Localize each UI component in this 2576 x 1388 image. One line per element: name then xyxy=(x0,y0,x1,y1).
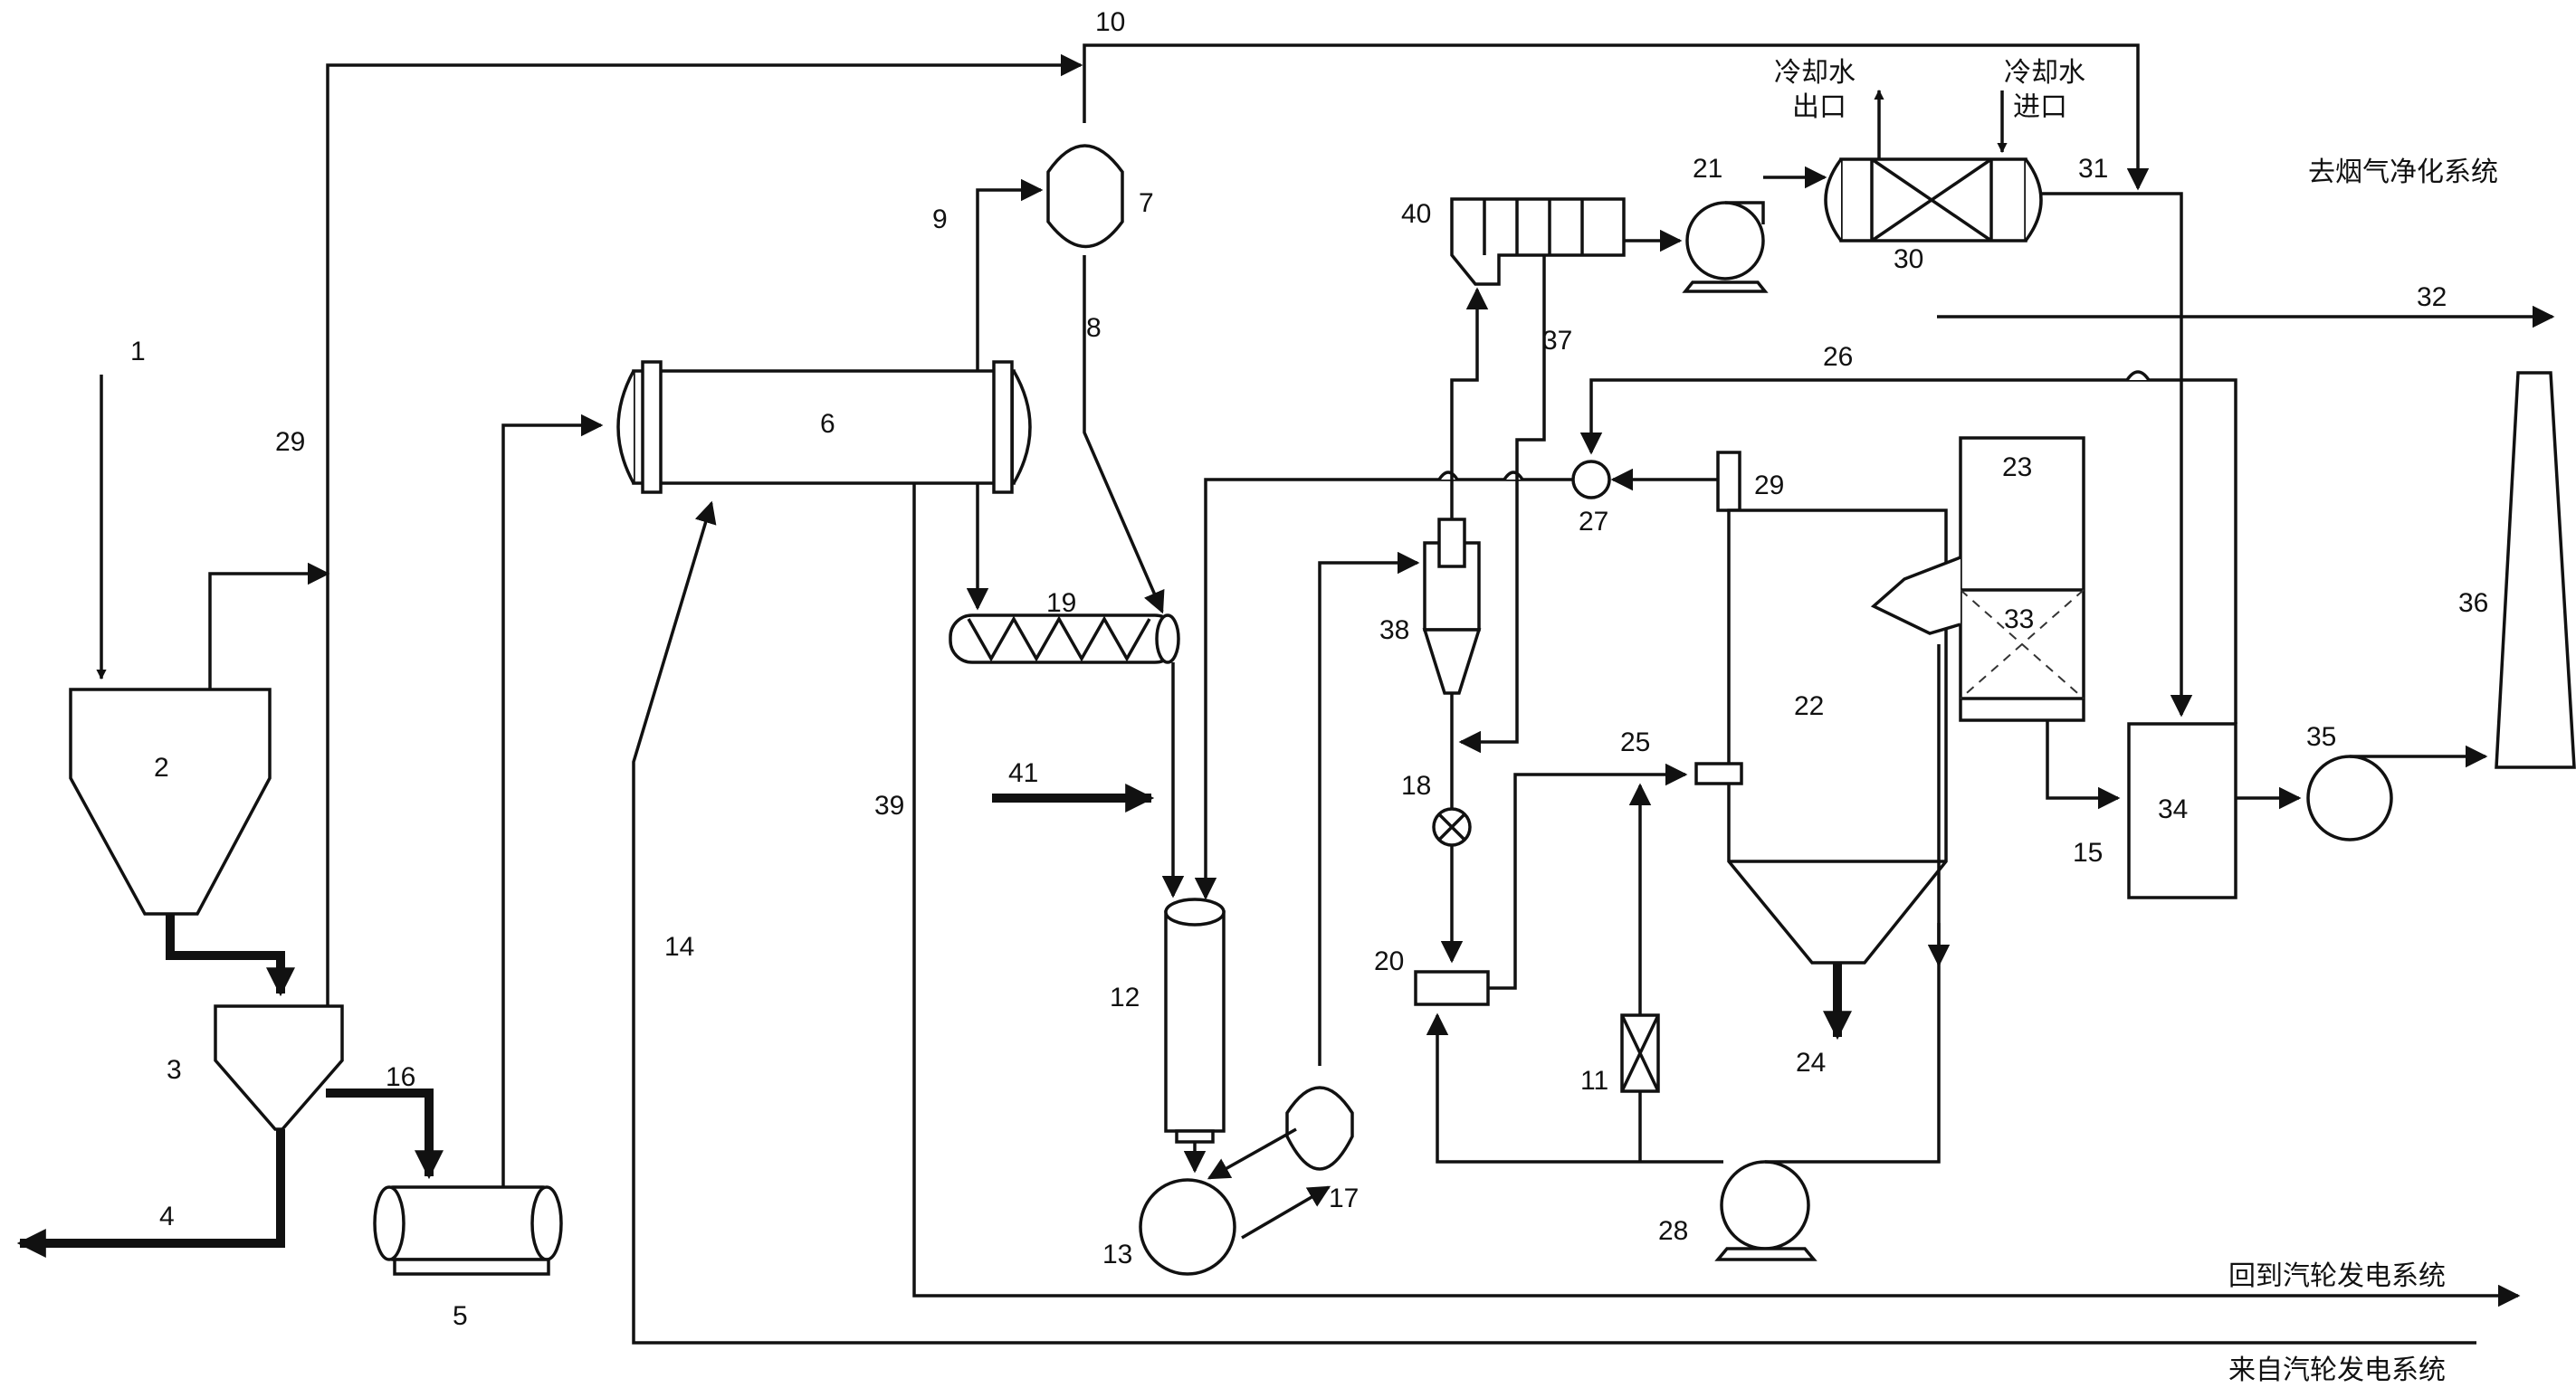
tower-23-33 xyxy=(1870,436,2085,722)
flow-28-to-20 xyxy=(1426,1012,1723,1164)
label-4: 4 xyxy=(159,1202,175,1231)
filter-11 xyxy=(1620,1013,1660,1093)
label-27: 27 xyxy=(1579,507,1608,537)
label-28: 28 xyxy=(1658,1216,1688,1246)
reactor-12 xyxy=(1164,898,1226,1144)
label-5: 5 xyxy=(453,1301,468,1331)
label-19: 19 xyxy=(1046,588,1076,618)
flow-9 xyxy=(976,178,1044,371)
label-21: 21 xyxy=(1693,154,1722,184)
label-36: 36 xyxy=(2458,588,2488,618)
label-11: 11 xyxy=(1580,1066,1608,1096)
flow-15 xyxy=(2046,720,2121,810)
flow-25 xyxy=(1488,763,1688,990)
flow-2-to-29 xyxy=(208,562,330,689)
tank-5 xyxy=(373,1185,563,1276)
flow-26 xyxy=(1579,378,2237,724)
fan-28 xyxy=(1714,1160,1818,1261)
mixer-20 xyxy=(1414,970,1490,1006)
label-20: 20 xyxy=(1374,946,1404,976)
cooling-water-out-line2: 出口 xyxy=(1792,91,1846,123)
flow-31 xyxy=(2042,192,2193,718)
stack-36 xyxy=(2495,371,2576,769)
label-16: 16 xyxy=(386,1062,415,1092)
flow-4 xyxy=(16,1129,285,1259)
scrubber-34 xyxy=(2127,722,2237,899)
hopper-2 xyxy=(69,688,272,916)
separator-3 xyxy=(214,1004,344,1131)
cyclone-38 xyxy=(1422,518,1482,695)
flow-37 xyxy=(1458,255,1546,754)
label-6: 6 xyxy=(820,409,835,439)
label-24: 24 xyxy=(1796,1048,1826,1078)
to-flue-gas-cleaning-label: 去烟气净化系统 xyxy=(2308,157,2498,188)
flow-5-to-6 xyxy=(501,414,604,1187)
pump-13 xyxy=(1139,1178,1236,1276)
fan-35 xyxy=(2306,755,2393,841)
label-23: 23 xyxy=(2002,452,2032,482)
label-1: 1 xyxy=(130,337,146,366)
flow-16 xyxy=(326,1089,444,1180)
label-9: 9 xyxy=(932,204,948,234)
flow-29 xyxy=(326,53,1083,1006)
label-10: 10 xyxy=(1095,7,1125,37)
label-41: 41 xyxy=(1008,758,1038,788)
cooling-water-out-line1: 冷却水 xyxy=(1774,57,1856,89)
number-labels: 1 2 3 4 5 6 7 8 9 10 11 12 13 14 15 16 1… xyxy=(130,7,2488,1331)
label-37: 37 xyxy=(1542,326,1572,356)
flow-38-to-40 xyxy=(1450,287,1489,519)
flow-17-to-13 xyxy=(1207,1127,1297,1180)
burner-25 xyxy=(1694,762,1743,785)
text-annotations: 冷却水 出口 冷却水 进口 去烟气净化系统 回到汽轮发电系统 来自汽轮发电系统 xyxy=(1774,57,2498,1386)
cooling-water-in-line2: 进口 xyxy=(2013,91,2067,123)
flow-8 xyxy=(1083,255,1165,614)
label-13: 13 xyxy=(1102,1240,1132,1269)
fan-21 xyxy=(1682,201,1769,293)
label-12: 12 xyxy=(1110,983,1140,1012)
label-30: 30 xyxy=(1894,244,1923,274)
bag-filter-40 xyxy=(1450,197,1626,286)
rotary-dryer-6 xyxy=(616,360,1032,494)
return-to-turbine-label: 回到汽轮发电系统 xyxy=(2228,1260,2446,1292)
label-22: 22 xyxy=(1794,691,1824,721)
condenser-30 xyxy=(1824,157,2043,242)
label-26: 26 xyxy=(1823,342,1853,372)
label-15: 15 xyxy=(2073,838,2103,868)
pump-27 xyxy=(1571,460,1611,499)
label-38: 38 xyxy=(1379,615,1409,645)
label-8: 8 xyxy=(1086,313,1102,343)
label-29-right: 29 xyxy=(1754,471,1784,500)
label-39: 39 xyxy=(874,791,904,821)
label-2: 2 xyxy=(154,753,169,783)
label-34: 34 xyxy=(2158,794,2188,824)
nozzle-29 xyxy=(1716,451,1741,512)
screw-conveyor-19 xyxy=(949,613,1180,664)
cyclone-7 xyxy=(1046,144,1124,249)
label-29-left: 29 xyxy=(275,427,305,457)
label-7: 7 xyxy=(1139,188,1154,218)
label-40: 40 xyxy=(1401,199,1431,229)
label-14: 14 xyxy=(664,932,694,962)
flow-13-to-17 xyxy=(1241,1185,1331,1240)
label-3: 3 xyxy=(167,1055,182,1085)
label-17: 17 xyxy=(1329,1184,1359,1213)
flow-tower-to-28 xyxy=(1810,644,1941,1164)
separator-17 xyxy=(1285,1086,1354,1171)
label-35: 35 xyxy=(2306,722,2336,752)
flow-14 xyxy=(632,500,2476,1345)
from-turbine-label: 来自汽轮发电系统 xyxy=(2228,1355,2446,1386)
label-31: 31 xyxy=(2078,154,2108,184)
flow-39 xyxy=(912,483,2521,1307)
label-25: 25 xyxy=(1620,727,1650,757)
flow-2-to-3 xyxy=(166,914,296,997)
cooling-water-in-line1: 冷却水 xyxy=(2004,57,2085,89)
label-18: 18 xyxy=(1401,771,1431,801)
label-32: 32 xyxy=(2417,282,2447,312)
label-33: 33 xyxy=(2004,604,2034,634)
flow-10 xyxy=(1083,43,2150,191)
flow-17-to-38 xyxy=(1318,551,1420,1066)
rotary-valve-18 xyxy=(1432,807,1472,847)
